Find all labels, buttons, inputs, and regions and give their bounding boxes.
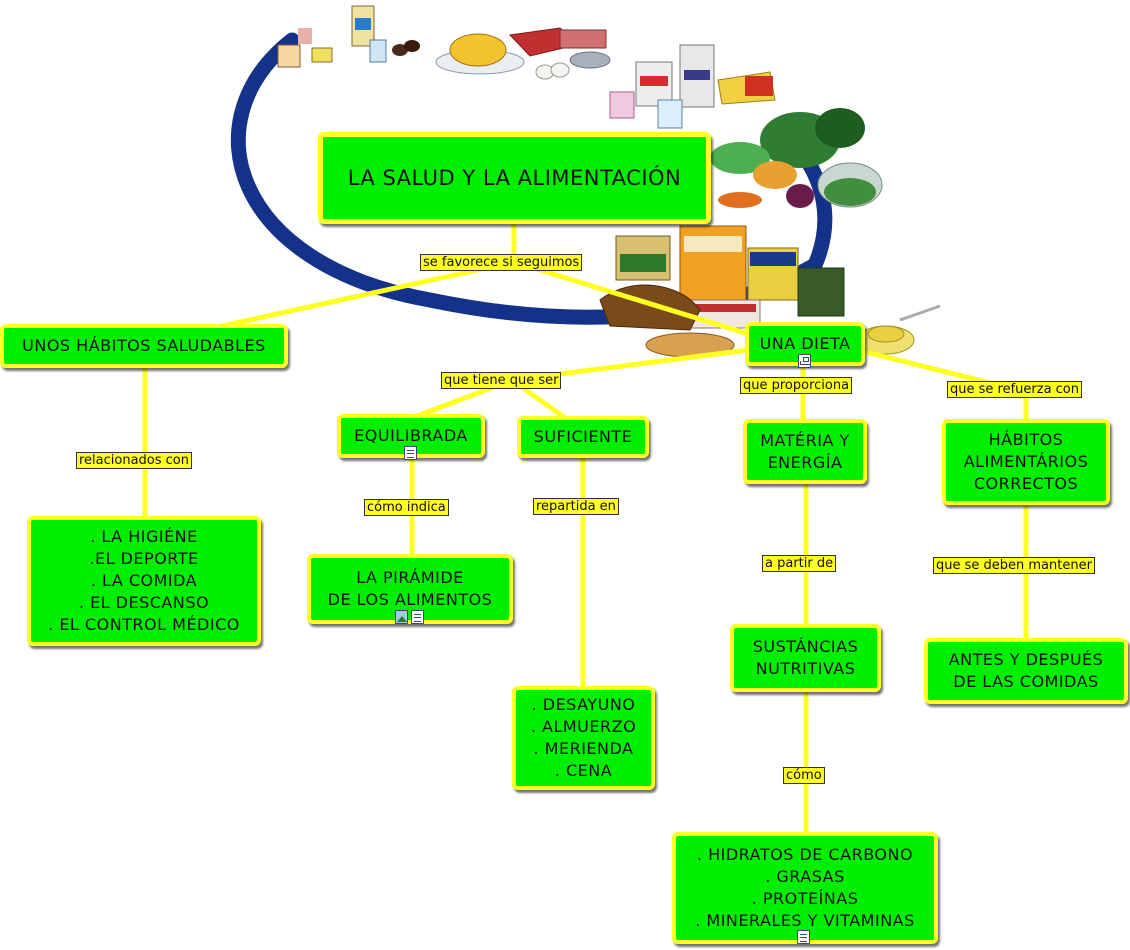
linking-phrase[interactable]: relacionados con <box>76 452 193 469</box>
cake-slice-icon <box>277 28 333 68</box>
node-label: EQUILIBRADA <box>354 426 468 445</box>
concept-node-habitos-correctos[interactable]: HÁBITOS ALIMENTÁRIOS CORRECTOS <box>942 419 1110 505</box>
node-label: MATÉRIA Y ENERGÍA <box>760 430 850 472</box>
eggs-icon <box>535 62 570 80</box>
linking-phrase[interactable]: que proporciona <box>740 377 853 394</box>
concept-node-antes[interactable]: ANTES Y DESPUÉS DE LAS COMIDAS <box>924 638 1128 704</box>
main-concept-node[interactable]: LA SALUD Y LA ALIMENTACIÓN <box>318 132 711 224</box>
concept-node-materia[interactable]: MATÉRIA Y ENERGÍA <box>743 419 867 484</box>
node-label: SUFICIENTE <box>533 427 633 446</box>
bottle-icon <box>351 5 375 47</box>
milk-carton-icon <box>635 44 715 108</box>
node-label: UNOS HÁBITOS SALUDABLES <box>22 336 266 355</box>
concept-node-sustancias[interactable]: SUSTÁNCIAS NUTRITIVAS <box>730 624 881 692</box>
document-icon[interactable] <box>797 930 810 944</box>
connector-line <box>219 259 517 329</box>
vegetables-icon <box>710 108 883 208</box>
node-label: . DESAYUNO . ALMUERZO . MERIENDA . CENA <box>530 695 637 780</box>
linking-phrase[interactable]: que tiene que ser <box>441 372 562 389</box>
yogurt-icon <box>609 91 683 129</box>
concept-node-habitos[interactable]: UNOS HÁBITOS SALUDABLES <box>0 324 288 368</box>
node-label: SUSTÁNCIAS NUTRITIVAS <box>752 637 859 678</box>
node-label: ANTES Y DESPUÉS DE LAS COMIDAS <box>948 650 1104 691</box>
linking-phrase[interactable]: cómo <box>783 767 825 784</box>
linking-phrase[interactable]: que se deben mantener <box>933 557 1095 574</box>
linking-phrase[interactable]: repartida en <box>533 498 619 515</box>
concept-node-piramide[interactable]: LA PIRÁMIDE DE LOS ALIMENTOS <box>307 554 513 624</box>
concept-node-comidas[interactable]: . DESAYUNO . ALMUERZO . MERIENDA . CENA <box>512 686 655 790</box>
node-label: . HIDRATOS DE CARBONO . GRASAS . PROTEÍN… <box>695 845 915 930</box>
connector-line <box>511 259 771 343</box>
node-label: . LA HIGIÉNE .EL DEPORTE . LA COMIDA . E… <box>48 527 240 634</box>
node-label: HÁBITOS ALIMENTÁRIOS CORRECTOS <box>963 430 1089 493</box>
chicken-plate-icon <box>435 33 525 75</box>
node-label: LA PIRÁMIDE DE LOS ALIMENTOS <box>327 568 493 609</box>
linking-phrase[interactable]: que se refuerza con <box>947 381 1083 398</box>
linking-phrase[interactable]: a partir de <box>762 555 837 572</box>
linking-phrase[interactable]: se favorece si seguimos <box>420 254 583 271</box>
node-label: LA SALUD Y LA ALIMENTACIÓN <box>347 166 682 190</box>
cereal-boxes-icon <box>615 225 845 329</box>
document-icon[interactable] <box>404 446 417 460</box>
concept-node-nutrientes[interactable]: . HIDRATOS DE CARBONO . GRASAS . PROTEÍN… <box>672 832 938 944</box>
linking-phrase[interactable]: cómo indica <box>364 499 449 516</box>
concept-map-link-icon[interactable] <box>798 354 811 368</box>
glass-icon <box>369 39 387 63</box>
image-icon[interactable] <box>395 610 408 624</box>
nuts-icon <box>392 40 420 56</box>
document-icon[interactable] <box>411 610 424 624</box>
node-label: UNA DIETA <box>759 334 851 353</box>
concept-node-higiene[interactable]: . LA HIGIÉNE .EL DEPORTE . LA COMIDA . E… <box>27 516 261 646</box>
cheese-icon <box>717 71 776 105</box>
concept-node-suficiente[interactable]: SUFICIENTE <box>517 416 649 458</box>
meat-icon <box>508 27 611 69</box>
olive-oil-plate-icon <box>857 304 941 355</box>
